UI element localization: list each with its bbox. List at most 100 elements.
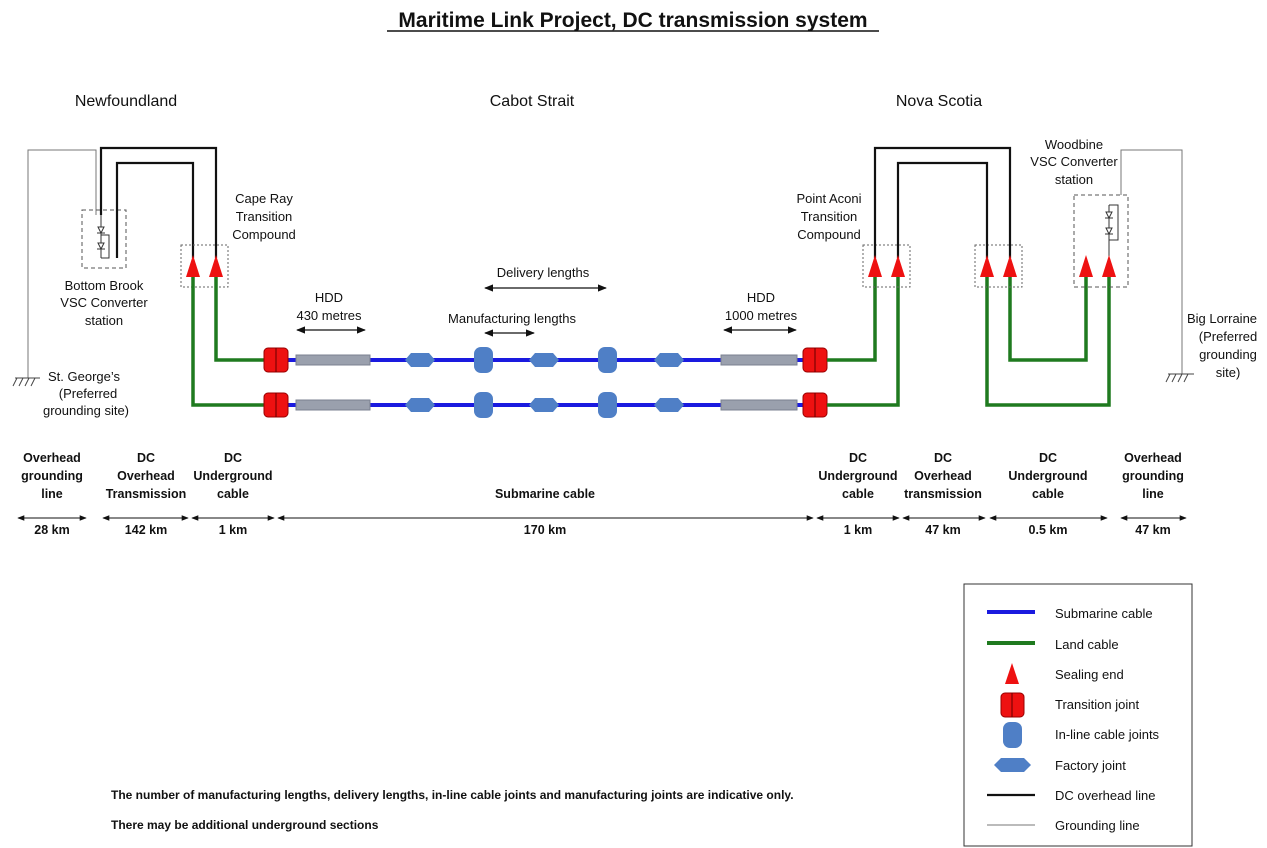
section-submarine: Submarine cable 170 km [277, 487, 814, 537]
svg-text:DC overhead line: DC overhead line [1055, 788, 1155, 803]
transition-joint-icon [263, 392, 289, 418]
svg-text:1000 metres: 1000 metres [725, 308, 798, 323]
cape-ray-compound-box [180, 244, 229, 288]
legend-submarine-cable: Submarine cable [987, 606, 1153, 621]
svg-text:grounding: grounding [1199, 347, 1257, 362]
sealing-end-icon [891, 255, 905, 277]
svg-text:DC: DC [849, 451, 867, 465]
grounding-line-left [12, 149, 97, 387]
st-george-label: St. George’s (Preferred grounding site) [43, 369, 129, 418]
svg-text:0.5 km: 0.5 km [1029, 523, 1068, 537]
svg-text:170 km: 170 km [524, 523, 566, 537]
svg-text:DC: DC [137, 451, 155, 465]
svg-text:Manufacturing lengths: Manufacturing lengths [448, 311, 576, 326]
bottom-brook-label: Bottom Brook VSC Converter station [60, 278, 148, 328]
legend-sealing-end: Sealing end [1005, 663, 1124, 684]
svg-text:Underground: Underground [193, 469, 272, 483]
svg-text:grounding: grounding [21, 469, 83, 483]
transition-joint-icon [263, 347, 289, 373]
sealing-end-icon [868, 255, 882, 277]
svg-text:1 km: 1 km [844, 523, 873, 537]
inline-joint-icon [1003, 722, 1022, 748]
woodbine-label: Woodbine VSC Converter station [1030, 137, 1118, 187]
sealing-end-icon [209, 255, 223, 277]
point-aconi-compound-box [862, 244, 911, 288]
svg-text:Point Aconi: Point Aconi [796, 191, 861, 206]
submarine-cable-lower [288, 392, 803, 418]
submarine-cable-upper [288, 347, 803, 373]
svg-text:line: line [1142, 487, 1164, 501]
svg-text:VSC Converter: VSC Converter [1030, 154, 1118, 169]
dc-overhead-line-left [99, 146, 218, 258]
land-cable-left [191, 275, 264, 407]
section-dc-underground-right-1: DC Underground cable 1 km [816, 451, 900, 537]
section-dc-underground-left: DC Underground cable 1 km [191, 451, 275, 537]
svg-text:station: station [85, 313, 123, 328]
manufacturing-lengths-label: Manufacturing lengths [448, 311, 576, 337]
note-underground: There may be additional underground sect… [111, 818, 379, 832]
svg-text:DC: DC [1039, 451, 1057, 465]
sealing-end-icon [1003, 255, 1017, 277]
svg-text:Compound: Compound [797, 227, 861, 242]
section-dc-overhead-left: DC Overhead Transmission 142 km [102, 451, 189, 537]
svg-text:Woodbine: Woodbine [1045, 137, 1103, 152]
svg-text:Compound: Compound [232, 227, 296, 242]
svg-text:28 km: 28 km [34, 523, 69, 537]
region-nova-scotia: Nova Scotia [896, 93, 982, 110]
sealing-end-icon [1102, 255, 1116, 277]
converter-valve-icon [1105, 204, 1119, 258]
svg-text:HDD: HDD [747, 290, 775, 305]
svg-text:Submarine cable: Submarine cable [1055, 606, 1153, 621]
svg-text:47 km: 47 km [1135, 523, 1170, 537]
svg-text:Underground: Underground [1008, 469, 1087, 483]
svg-text:Transition: Transition [801, 209, 858, 224]
svg-text:Overhead: Overhead [117, 469, 175, 483]
legend-inline-joints: In-line cable joints [1003, 722, 1160, 748]
overhead-terminal-compound-box [974, 244, 1023, 288]
svg-text:Overhead: Overhead [23, 451, 81, 465]
note-indicative: The number of manufacturing lengths, del… [111, 788, 794, 802]
svg-text:DC: DC [934, 451, 952, 465]
svg-text:Factory joint: Factory joint [1055, 758, 1126, 773]
land-cable-right [827, 275, 1111, 407]
grounding-line-right [1120, 149, 1194, 383]
svg-text:Transition: Transition [236, 209, 293, 224]
section-dc-overhead-right: DC Overhead transmission 47 km [902, 451, 986, 537]
transition-joint-icon [802, 347, 828, 373]
svg-text:cable: cable [1032, 487, 1064, 501]
svg-text:line: line [41, 487, 63, 501]
sealing-end-icon [1079, 255, 1093, 277]
svg-text:cable: cable [217, 487, 249, 501]
svg-text:Submarine cable: Submarine cable [495, 487, 595, 501]
svg-text:St. George’s: St. George’s [48, 369, 121, 384]
svg-text:cable: cable [842, 487, 874, 501]
bottom-brook-station-box [81, 209, 127, 269]
section-overhead-grounding-right: Overhead grounding line 47 km [1120, 451, 1187, 537]
svg-text:site): site) [1216, 365, 1241, 380]
svg-text:(Preferred: (Preferred [59, 386, 118, 401]
page-title: Maritime Link Project, DC transmission s… [398, 9, 867, 32]
section-overhead-grounding-left: Overhead grounding line 28 km [17, 451, 87, 537]
svg-text:142 km: 142 km [125, 523, 167, 537]
legend-dc-overhead: DC overhead line [987, 788, 1155, 803]
svg-text:430 metres: 430 metres [296, 308, 362, 323]
hdd-right-label: HDD 1000 metres [723, 290, 798, 334]
svg-text:Cape Ray: Cape Ray [235, 191, 293, 206]
cape-ray-label: Cape Ray Transition Compound [232, 191, 296, 242]
svg-text:Overhead: Overhead [914, 469, 972, 483]
svg-text:(Preferred: (Preferred [1199, 329, 1258, 344]
factory-joint-icon [994, 758, 1031, 772]
svg-text:station: station [1055, 172, 1093, 187]
svg-text:Bottom Brook: Bottom Brook [65, 278, 144, 293]
legend-grounding-line: Grounding line [987, 818, 1140, 833]
svg-text:Transmission: Transmission [106, 487, 187, 501]
svg-text:Underground: Underground [818, 469, 897, 483]
svg-text:DC: DC [224, 451, 242, 465]
sealing-end-icon [980, 255, 994, 277]
woodbine-station-box [1073, 194, 1129, 288]
svg-text:Big Lorraine: Big Lorraine [1187, 311, 1257, 326]
converter-valve-icon [97, 150, 110, 259]
svg-text:Grounding line: Grounding line [1055, 818, 1140, 833]
svg-text:VSC Converter: VSC Converter [60, 295, 148, 310]
